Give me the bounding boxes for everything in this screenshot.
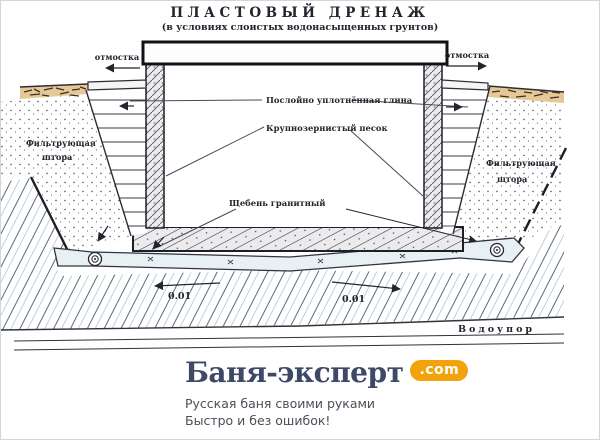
filter-curtain-right-line2: штора [497,174,528,184]
pipe-arrow-left [97,225,109,242]
logo-badge: .com [410,360,469,381]
curtain-line-left [29,176,70,252]
clay-leader-left [129,99,263,102]
floor-slab [141,40,449,66]
clay-backfill-right [441,85,491,235]
tagline-line1: Русская баня своими руками [185,395,376,411]
slope-arrow-left [154,281,221,291]
topsoil-right [487,85,565,103]
gravel-leader-right [345,208,477,244]
drain-pipe-right [489,242,505,258]
clay-leader-right [351,99,469,108]
foundation-slab [132,226,464,252]
sand-label: Крупнозернистый песок [266,123,388,133]
flow-arrows [97,61,487,293]
aquiclude-label: Водоупор [458,324,535,335]
sand-leader-right [349,129,424,197]
filter-curtain-left-line1: Фильтрующая [26,138,96,148]
clay-label: Послойно уплотнённая глина [266,95,413,105]
drain-pipe-left [87,251,103,267]
foundation-wall-left [145,63,165,229]
blind-area-label-left: отмостка [95,52,140,62]
site-branding: Баня-эксперт .com Русская баня своими ру… [185,356,469,430]
leader-lines [129,99,477,248]
gravel-label: Щебень гранитный [229,198,325,208]
pit-interior [164,64,424,227]
foundation-wall-right [423,63,443,229]
clay-backfill-left [85,89,147,237]
blind-area-slab-right [441,79,489,91]
gravel-leader-left [157,208,237,248]
filter-curtain-left-line2: штора [42,152,73,162]
diagram-title: ПЛАСТОВЫЙ ДРЕНАЖ [170,4,429,21]
drainage-diagram: ПЛАСТОВЫЙ ДРЕНАЖ (в условиях слоистых во… [0,4,568,351]
logo-text: Баня-эксперт [185,356,404,389]
blind-area-label-right: отмостка [445,50,490,60]
tagline-line2: Быстро и без ошибок! [185,412,331,428]
sand-leader-left [165,126,265,177]
slope-label-right: 0.01 [342,294,365,305]
topsoil-left [19,83,89,99]
blanket-arrow-left [152,236,165,250]
drainage-blanket [53,237,525,272]
slope-label-left: 0.01 [168,291,191,302]
filter-curtain-right-line1: Фильтрующая [486,158,556,168]
slope-arrow-right [331,281,401,293]
blind-area-slab-left [87,79,147,91]
aquiclude-hatch [0,178,565,351]
diagram-subtitle: (в условиях слоистых водонасыщенных грун… [162,22,439,33]
